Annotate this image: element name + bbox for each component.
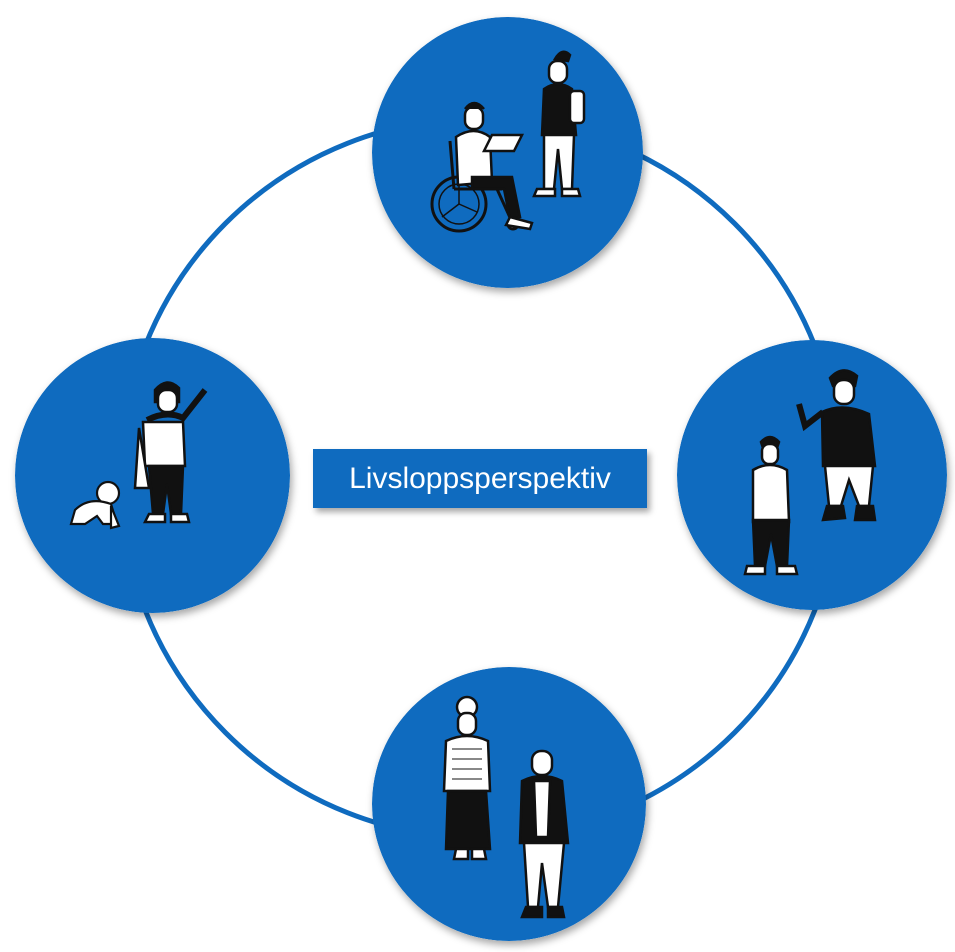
center-label-box: Livsloppsperspektiv <box>313 449 647 508</box>
center-label: Livsloppsperspektiv <box>349 461 611 495</box>
node-youth <box>372 17 643 288</box>
wheelchair-user-and-student-icon <box>372 17 643 288</box>
elderly-couple-icon <box>372 667 646 941</box>
node-early-childhood <box>15 338 290 613</box>
baby-and-child-icon <box>15 338 290 613</box>
child-and-woman-icon <box>677 340 947 610</box>
node-parents <box>677 340 947 610</box>
node-elderly <box>372 667 646 941</box>
